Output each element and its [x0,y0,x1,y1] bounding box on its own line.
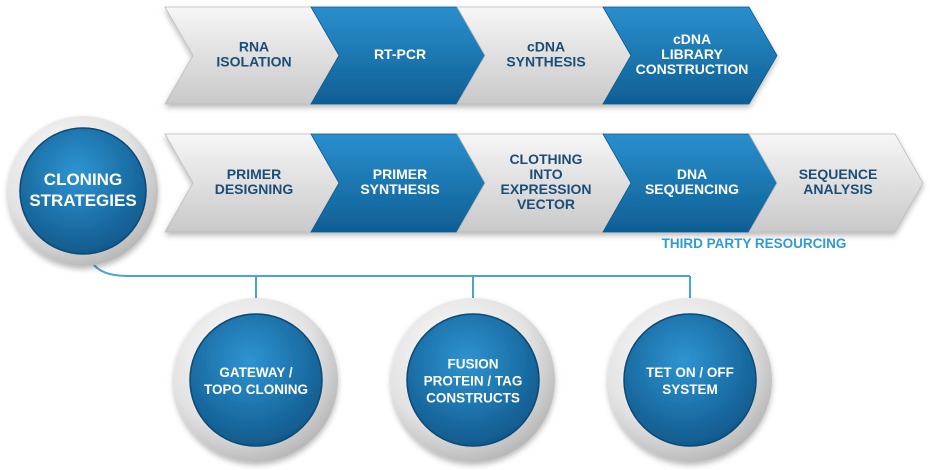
label-line: PROTEIN / TAG [424,374,523,389]
label-line: ISOLATION [216,54,291,70]
label-line: SEQUENCE [799,166,878,182]
circle-label: GATEWAY / TOPO CLONING [204,365,308,397]
label-line: CONSTRUCTS [426,391,520,406]
label-line: PRIMER [227,166,281,182]
label-line: CONSTRUCTION [636,61,749,77]
label-line: EXPRESSION [500,181,591,197]
label-line: DESIGNING [215,181,294,197]
label-line: DNA [677,166,707,182]
hub-disc [19,127,147,255]
circle-disc [406,313,540,447]
circle-disc [623,313,757,447]
strategy-circles: GATEWAY / TOPO CLONING FUSION PROTEIN / TAG… [174,298,772,462]
label-line: TET ON / OFF [646,365,734,380]
label-line: ANALYSIS [803,181,873,197]
label-line: LIBRARY [661,46,723,62]
label-line: PRIMER [373,166,427,182]
label-line: SYNTHESIS [360,181,439,197]
label-line: RT-PCR [374,46,426,62]
label-line: INTO [529,166,562,182]
circle-label: TET ON / OFF SYSTEM [646,365,734,397]
connector-main [91,261,690,277]
label-line: CLOTHING [509,151,582,167]
connector-lines [91,261,691,298]
third-party-note: THIRD PARTY RESOURCING [662,236,847,251]
label-line: FUSION [447,357,498,372]
label-line: cDNA [527,39,565,55]
label-line: VECTOR [517,196,575,212]
label-line: STRATEGIES [29,191,136,210]
circle-disc [189,313,323,447]
circle-label: FUSION PROTEIN / TAG CONSTRUCTS [424,357,523,406]
label-line: TOPO CLONING [204,382,308,397]
strategy-circle: GATEWAY / TOPO CLONING [174,298,338,462]
hub-label: CLONING STRATEGIES [29,170,136,210]
strategy-circle: TET ON / OFF SYSTEM [608,298,772,462]
chevron-shape [602,6,778,105]
label-line: cDNA [673,31,711,47]
chevron-shape [748,133,924,233]
label-line: SEQUENCING [645,181,739,197]
label-line: CLONING [44,170,122,189]
label-line: RNA [239,39,269,55]
strategy-circle: FUSION PROTEIN / TAG CONSTRUCTS [391,298,555,462]
label-line: SYSTEM [662,382,718,397]
label-line: SYNTHESIS [506,54,585,70]
step-label: RT-PCR [374,46,426,62]
label-line: GATEWAY / [219,365,293,380]
cloning-strategies-hub: CLONING STRATEGIES [8,116,158,266]
